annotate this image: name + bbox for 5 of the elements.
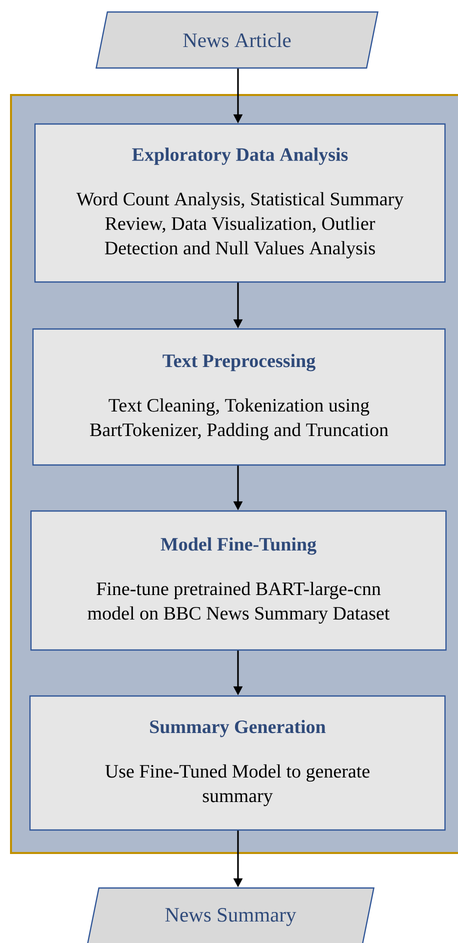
process-box: Summary Generation Use Fine-Tuned Model to generate summary — [29, 695, 446, 831]
process-box: Model Fine-Tuning Fine-tune pretrained BART-large-cnn model on BBC News Summary Dataset — [30, 510, 447, 651]
data-parallelogram: News Article — [96, 11, 378, 69]
process-box: Text Preprocessing Text Cleaning, Tokenization using BartTokenizer, Padding and Truncation — [32, 328, 446, 466]
process-box: Exploratory Data Analysis Word Count Analysis, Statistical Summary Review, Data Visualization, Outlier Detection and Null Values Analysis — [34, 123, 446, 283]
